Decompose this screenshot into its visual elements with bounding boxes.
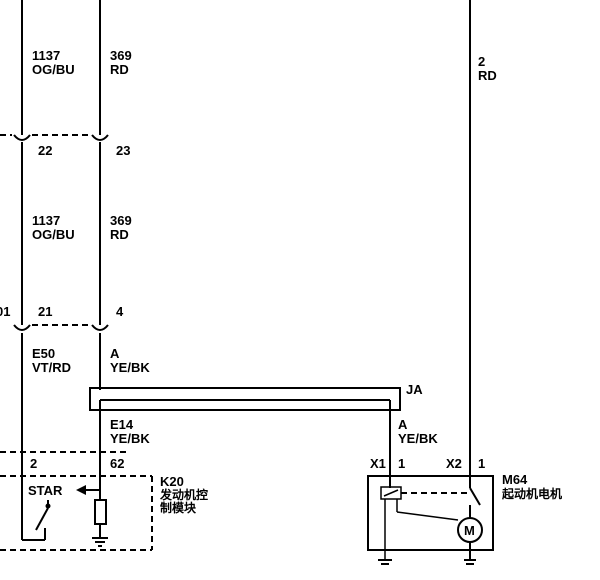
- k20-name: 发动机控: [159, 487, 208, 502]
- connector-id: X2: [446, 456, 462, 471]
- connector-pin: 01: [0, 304, 10, 319]
- wire-color: OG/BU: [32, 227, 75, 242]
- wire-color: YE/BK: [110, 360, 150, 375]
- wire-label: A: [110, 346, 120, 361]
- connector-pin: 21: [38, 304, 52, 319]
- star-switch-blade: [35, 507, 49, 531]
- connector-pin: 22: [38, 143, 52, 158]
- splice-ja-box: [89, 387, 401, 411]
- wire-color: RD: [478, 68, 497, 83]
- wire-label: 369: [110, 213, 132, 228]
- k20-resistor: [94, 499, 107, 525]
- m64-name: 起动机电机: [501, 486, 562, 501]
- wire-label: 1137: [32, 48, 60, 63]
- wire-label: E14: [110, 417, 134, 432]
- star-switch-label: STAR: [28, 483, 63, 498]
- connector-4-arc: [91, 324, 109, 331]
- m64-contact: [469, 487, 481, 506]
- motor-symbol: M: [464, 523, 475, 538]
- connector-pin: 2: [30, 456, 37, 471]
- connector-pin: 1: [478, 456, 485, 471]
- wire-color: RD: [110, 227, 129, 242]
- connector-22-arc: [13, 134, 31, 141]
- wire-color: YE/BK: [398, 431, 438, 446]
- wire-label: 369: [110, 48, 132, 63]
- connector-id: X1: [370, 456, 386, 471]
- wire-label: 2: [478, 54, 485, 69]
- connector-pin: 4: [116, 304, 124, 319]
- connector-21-arc: [13, 324, 31, 331]
- wire-color: RD: [110, 62, 129, 77]
- wire-color: OG/BU: [32, 62, 75, 77]
- k20-name: 制模块: [160, 500, 197, 515]
- connector-23-arc: [91, 134, 109, 141]
- splice-label: JA: [406, 382, 423, 397]
- wire-label: A: [398, 417, 408, 432]
- wire-color: YE/BK: [110, 431, 150, 446]
- connector-pin: 1: [398, 456, 405, 471]
- wire-color: VT/RD: [32, 360, 71, 375]
- k20-id: K20: [160, 474, 184, 489]
- connector-pin: 62: [110, 456, 124, 471]
- m64-id: M64: [502, 472, 528, 487]
- connector-pin: 23: [116, 143, 130, 158]
- wire-label: E50: [32, 346, 55, 361]
- wire-label: 1137: [32, 213, 60, 228]
